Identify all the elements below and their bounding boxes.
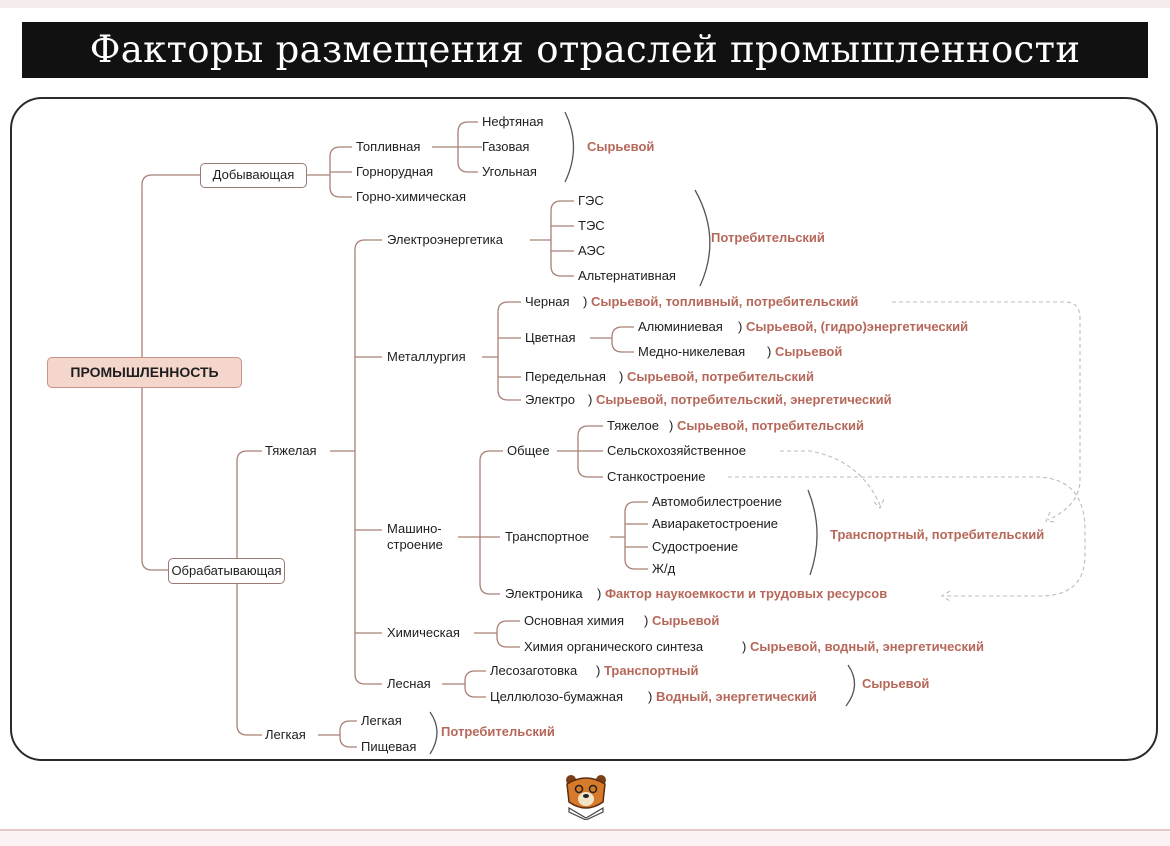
metal-redistribution-factor: Сырьевой, потребительский (619, 369, 814, 385)
light-industry: Легкая (265, 727, 306, 742)
bottom-divider (0, 829, 1170, 831)
processing-node: Обрабатывающая (168, 558, 285, 584)
power-alternative: Альтернативная (578, 268, 676, 283)
chem-basic: Основная химия (524, 613, 624, 628)
machinery-general: Общее (507, 443, 550, 458)
light-food: Пищевая (361, 739, 417, 754)
connector (141, 388, 168, 571)
mining-factor: Сырьевой (587, 139, 655, 154)
root-node: ПРОМЫШЛЕННОСТЬ (47, 357, 242, 388)
fuel-coal: Угольная (482, 164, 537, 179)
bottom-strip (0, 831, 1170, 846)
metal-coppernickel: Медно-никелевая (638, 344, 746, 359)
mining-ore: Горнорудная (356, 164, 434, 179)
fuel-gas: Газовая (482, 139, 530, 154)
transport-rail: Ж/д (652, 561, 676, 576)
connector (141, 174, 200, 370)
metal-black: Черная (525, 294, 570, 309)
machinery-line2: строение (387, 537, 443, 552)
transport-ship: Судостроение (652, 539, 739, 554)
power-factor: Потребительский (711, 230, 825, 245)
general-agri: Сельскохозяйственное (607, 443, 746, 458)
mining-node: Добывающая (200, 163, 307, 188)
metal-electro-factor: Сырьевой, потребительский, энергетически… (588, 392, 892, 408)
metal-electro: Электро (525, 392, 575, 407)
forest-logging: Лесозаготовка (490, 663, 578, 678)
chemical-industry: Химическая (387, 625, 460, 640)
transport-aero: Авиаракетостроение (652, 516, 779, 531)
mining-fuel: Топливная (356, 139, 421, 154)
metal-coppernickel-factor: Сырьевой (767, 344, 842, 360)
forest-industry: Лесная (387, 676, 431, 691)
chem-basic-factor: Сырьевой (644, 613, 719, 629)
fuel-oil: Нефтяная (482, 114, 544, 129)
general-heavy: Тяжелое (607, 418, 659, 433)
metal-aluminium: Алюминиевая (638, 319, 723, 334)
machinery-line1: Машино- (387, 521, 442, 536)
heavy-industry: Тяжелая (265, 443, 317, 458)
light-factor: Потребительский (441, 724, 555, 739)
diagram-panel (10, 97, 1158, 761)
light-textile: Легкая (361, 713, 402, 728)
metal-aluminium-factor: Сырьевой, (гидро)энергетический (738, 319, 968, 335)
general-heavy-factor: Сырьевой, потребительский (669, 418, 864, 434)
page-title: Факторы размещения отраслей промышленнос… (22, 22, 1148, 78)
forest-pulp: Целлюлозо-бумажная (490, 689, 624, 704)
power-hydro: ГЭС (578, 193, 604, 208)
machinery-electronics: Электроника (505, 586, 583, 601)
transport-factor: Транспортный, потребительский (830, 527, 1045, 542)
electronics-factor: Фактор наукоемкости и трудовых ресурсов (597, 586, 887, 602)
mining-chemical: Горно-химическая (356, 189, 467, 204)
metal-redistribution: Передельная (525, 369, 606, 384)
bear-logo-icon (566, 775, 606, 820)
forest-logging-factor: Транспортный (596, 663, 699, 679)
power-industry: Электроэнергетика (387, 232, 503, 247)
transport-auto: Автомобилестроение (652, 494, 782, 509)
power-thermal: ТЭС (578, 218, 605, 233)
general-machine-tools: Станкостроение (607, 469, 706, 484)
power-nuclear: АЭС (578, 243, 606, 258)
metal-black-factor: Сырьевой, топливный, потребительский (583, 294, 858, 310)
top-strip (0, 0, 1170, 8)
forest-factor: Сырьевой (862, 676, 930, 691)
metallurgy: Металлургия (387, 349, 466, 364)
forest-pulp-factor: Водный, энергетический (648, 689, 817, 705)
metal-nonferrous: Цветная (525, 330, 576, 345)
chem-organic-factor: Сырьевой, водный, энергетический (742, 639, 984, 655)
chem-organic: Химия органического синтеза (524, 639, 704, 654)
machinery-transport: Транспортное (505, 529, 590, 544)
